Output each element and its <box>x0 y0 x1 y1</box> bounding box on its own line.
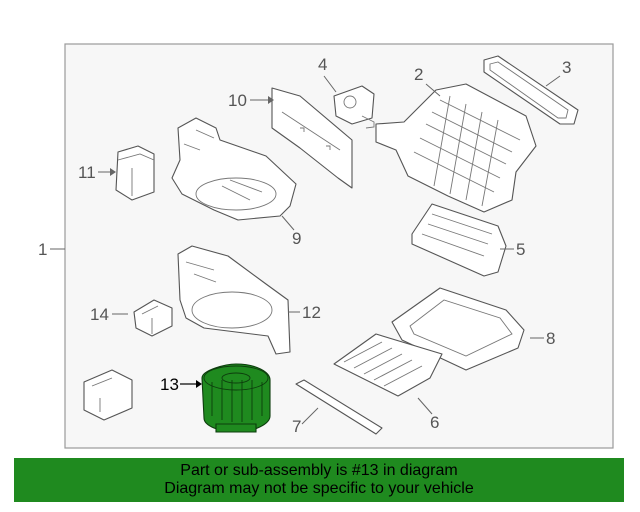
svg-text:7: 7 <box>292 417 301 436</box>
callout-3[interactable]: 3 <box>545 58 571 87</box>
svg-text:2: 2 <box>414 65 423 84</box>
unlabeled-bracket[interactable] <box>83 369 133 421</box>
part-7-seal-strip[interactable] <box>295 379 383 435</box>
info-banner: Part or sub-assembly is #13 in diagram D… <box>14 458 624 502</box>
callout-12[interactable]: 12 <box>288 303 321 322</box>
part-13-blower-motor[interactable] <box>201 363 271 433</box>
part-12-lower-case[interactable] <box>177 245 291 355</box>
svg-text:11: 11 <box>78 163 96 182</box>
callout-14[interactable]: 14 <box>90 305 128 324</box>
banner-line-2: Diagram may not be specific to your vehi… <box>164 480 474 497</box>
callout-10[interactable]: 10 <box>228 91 274 110</box>
callout-7[interactable]: 7 <box>292 407 319 436</box>
part-14-connector[interactable] <box>133 299 173 337</box>
part-5-filter-housing[interactable] <box>411 203 507 277</box>
banner-line-1: Part or sub-assembly is #13 in diagram <box>180 462 458 479</box>
callout-5[interactable]: 5 <box>500 240 525 259</box>
part-9-upper-case[interactable] <box>171 117 297 221</box>
part-3-gasket[interactable] <box>483 55 579 125</box>
svg-text:9: 9 <box>292 229 301 248</box>
svg-text:13: 13 <box>160 375 179 394</box>
part-2-heater-core-housing[interactable] <box>375 83 537 213</box>
svg-text:10: 10 <box>228 91 247 110</box>
svg-text:14: 14 <box>90 305 109 324</box>
callout-4[interactable]: 4 <box>318 55 337 93</box>
svg-text:3: 3 <box>562 58 571 77</box>
parts-diagram: 1 10 4 2 3 11 <box>38 43 614 449</box>
callout-2[interactable]: 2 <box>414 65 441 97</box>
part-6-cabin-filter[interactable] <box>333 333 443 397</box>
callout-6[interactable]: 6 <box>417 397 439 432</box>
svg-text:8: 8 <box>546 329 555 348</box>
part-4-actuator[interactable] <box>333 85 375 129</box>
svg-text:1: 1 <box>38 240 47 259</box>
svg-text:12: 12 <box>302 303 321 322</box>
callout-13[interactable]: 13 <box>160 375 202 394</box>
callout-1[interactable]: 1 <box>38 240 65 259</box>
callout-8[interactable]: 8 <box>530 329 555 348</box>
svg-text:5: 5 <box>516 240 525 259</box>
part-10-partition-panel[interactable] <box>271 87 353 189</box>
part-11-blower-resistor[interactable] <box>115 145 155 201</box>
svg-text:6: 6 <box>430 413 439 432</box>
svg-text:4: 4 <box>318 55 327 74</box>
callout-11[interactable]: 11 <box>78 163 116 182</box>
callout-9[interactable]: 9 <box>281 215 301 248</box>
